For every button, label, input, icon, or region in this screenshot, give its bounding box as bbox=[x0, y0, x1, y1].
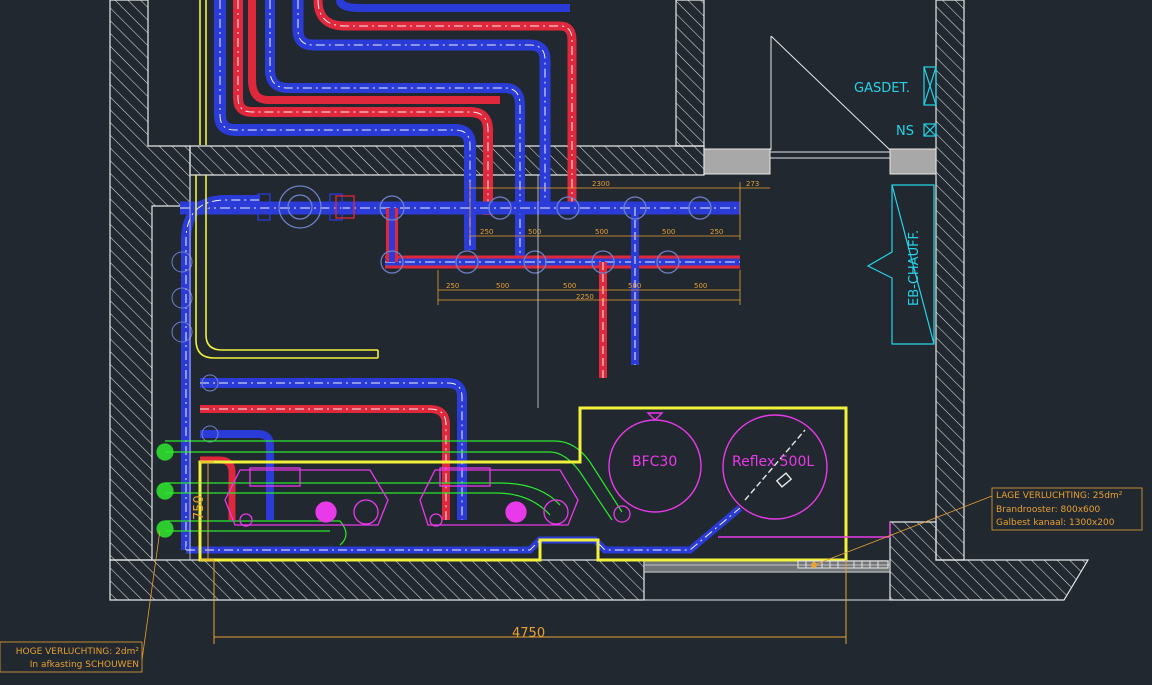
main-dimension bbox=[200, 461, 847, 644]
lage-note-box bbox=[991, 487, 1143, 531]
hoge-note-box bbox=[0, 641, 143, 673]
hoge-line2: In afkasting SCHOUWEN bbox=[30, 660, 139, 670]
label-gasdet: GASDET. bbox=[854, 81, 910, 96]
lage-line3: Galbest kanaal: 1300x200 bbox=[996, 518, 1115, 528]
upper-middle-wall bbox=[675, 0, 705, 147]
gasdet-icon bbox=[923, 66, 937, 106]
dim-row2-2: 500 bbox=[563, 282, 576, 290]
dim-row2-1: 500 bbox=[496, 282, 509, 290]
opening-right bbox=[889, 148, 937, 175]
label-ns: NS bbox=[896, 124, 914, 139]
dim-4750: 4750 bbox=[512, 626, 545, 641]
dim-row1-3: 500 bbox=[662, 228, 675, 236]
dim-total-2250: 2250 bbox=[576, 293, 594, 301]
hoge-line1: HOGE VERLUCHTING: 2dm² bbox=[16, 647, 140, 657]
dim-row1-0: 250 bbox=[480, 228, 493, 236]
dim-row1-2: 500 bbox=[595, 228, 608, 236]
right-lower-wall bbox=[889, 521, 1090, 601]
right-wall bbox=[935, 0, 965, 561]
vessel-labels: BFC30 Reflex 500L bbox=[632, 454, 814, 470]
note-leaders bbox=[0, 487, 1143, 673]
upper-horizontal-wall bbox=[189, 145, 705, 176]
opening-left bbox=[703, 148, 771, 175]
pump-icon bbox=[224, 467, 631, 527]
label-reflex: Reflex 500L bbox=[732, 454, 814, 470]
reflex-vessel bbox=[722, 414, 828, 520]
header-dimension-text: 2300 273 250 500 500 500 250 250 500 500… bbox=[446, 180, 759, 301]
label-eb-chauff: EB-CHAUFF. bbox=[907, 230, 922, 306]
left-wall bbox=[109, 0, 191, 561]
ns-icon bbox=[923, 123, 937, 137]
label-bfc30: BFC30 bbox=[632, 454, 677, 470]
lage-line2: Brandrooster: 800x600 bbox=[996, 505, 1100, 515]
dim-row1-1: 500 bbox=[528, 228, 541, 236]
dim-row2-0: 250 bbox=[446, 282, 459, 290]
cyan-labels: GASDET. NS EB-CHAUFF. bbox=[854, 81, 922, 306]
eb-chauff-unit bbox=[866, 184, 935, 345]
pipe-bundle-left bbox=[171, 175, 743, 554]
green-circuit bbox=[156, 440, 623, 546]
dim-row1-4: 250 bbox=[710, 228, 723, 236]
dimension-text: 4750 750 bbox=[192, 495, 545, 641]
lage-line1: LAGE VERLUCHTING: 25dm² bbox=[996, 491, 1123, 501]
header-dimensions bbox=[437, 182, 770, 305]
lage-note: LAGE VERLUCHTING: 25dm² Brandrooster: 80… bbox=[996, 491, 1123, 528]
dim-top-273: 273 bbox=[746, 180, 759, 188]
cyan-annotations bbox=[866, 66, 937, 345]
wall-openings bbox=[644, 148, 937, 601]
walls bbox=[109, 0, 1090, 601]
pipe-bundle-top bbox=[199, 0, 577, 262]
dim-top-2300: 2300 bbox=[592, 180, 610, 188]
valve-icon bbox=[257, 185, 712, 274]
reference-lines bbox=[189, 175, 539, 560]
vessels bbox=[608, 412, 891, 538]
floor-wall bbox=[109, 559, 645, 601]
dim-row2-3: 500 bbox=[628, 282, 641, 290]
header-rows bbox=[180, 201, 740, 378]
dim-row2-4: 500 bbox=[694, 282, 707, 290]
boiler-room-outline bbox=[198, 406, 848, 562]
dim-750: 750 bbox=[192, 495, 207, 520]
hoge-note: HOGE VERLUCHTING: 2dm² In afkasting SCHO… bbox=[16, 647, 140, 670]
door-swing-icon bbox=[770, 35, 891, 151]
